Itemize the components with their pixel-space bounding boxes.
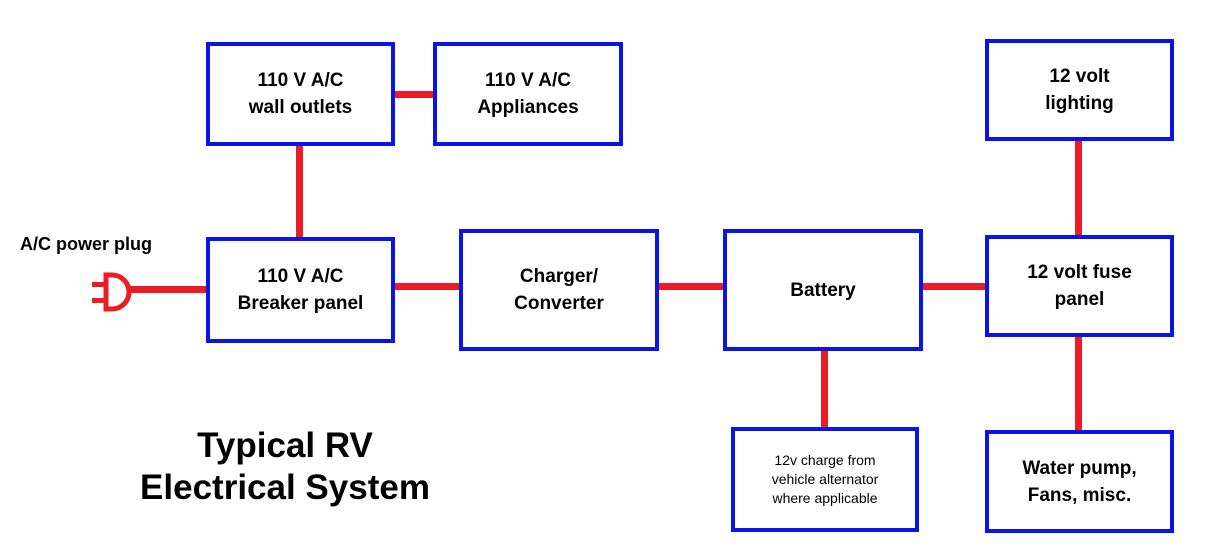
plug-label: A/C power plug	[20, 234, 152, 254]
wire-charger-battery	[656, 283, 726, 290]
node-lighting: 12 volt lighting	[985, 39, 1174, 141]
wire-fuse-waterpump	[1075, 335, 1082, 432]
node-breaker-panel: 110 V A/C Breaker panel	[206, 237, 395, 343]
node-charger-converter: Charger/ Converter	[459, 229, 659, 351]
wire-breaker-charger	[392, 283, 462, 290]
ac-plug-icon	[92, 272, 132, 312]
diagram-title: Typical RV Electrical System	[140, 426, 430, 507]
wire-plug-breaker	[128, 286, 208, 293]
node-wall-outlets: 110 V A/C wall outlets	[206, 42, 395, 146]
wire-battery-fuse	[920, 283, 988, 290]
node-alternator: 12v charge from vehicle alternator where…	[731, 427, 919, 532]
node-fuse-panel: 12 volt fuse panel	[985, 235, 1174, 337]
wire-battery-alternator	[821, 349, 828, 429]
wire-outlets-appliances	[392, 91, 436, 98]
node-water-pump: Water pump, Fans, misc.	[985, 430, 1174, 533]
node-appliances: 110 V A/C Appliances	[433, 42, 623, 146]
wire-fuse-lighting	[1075, 139, 1082, 237]
wire-outlets-breaker	[296, 144, 303, 240]
node-battery: Battery	[723, 229, 923, 351]
